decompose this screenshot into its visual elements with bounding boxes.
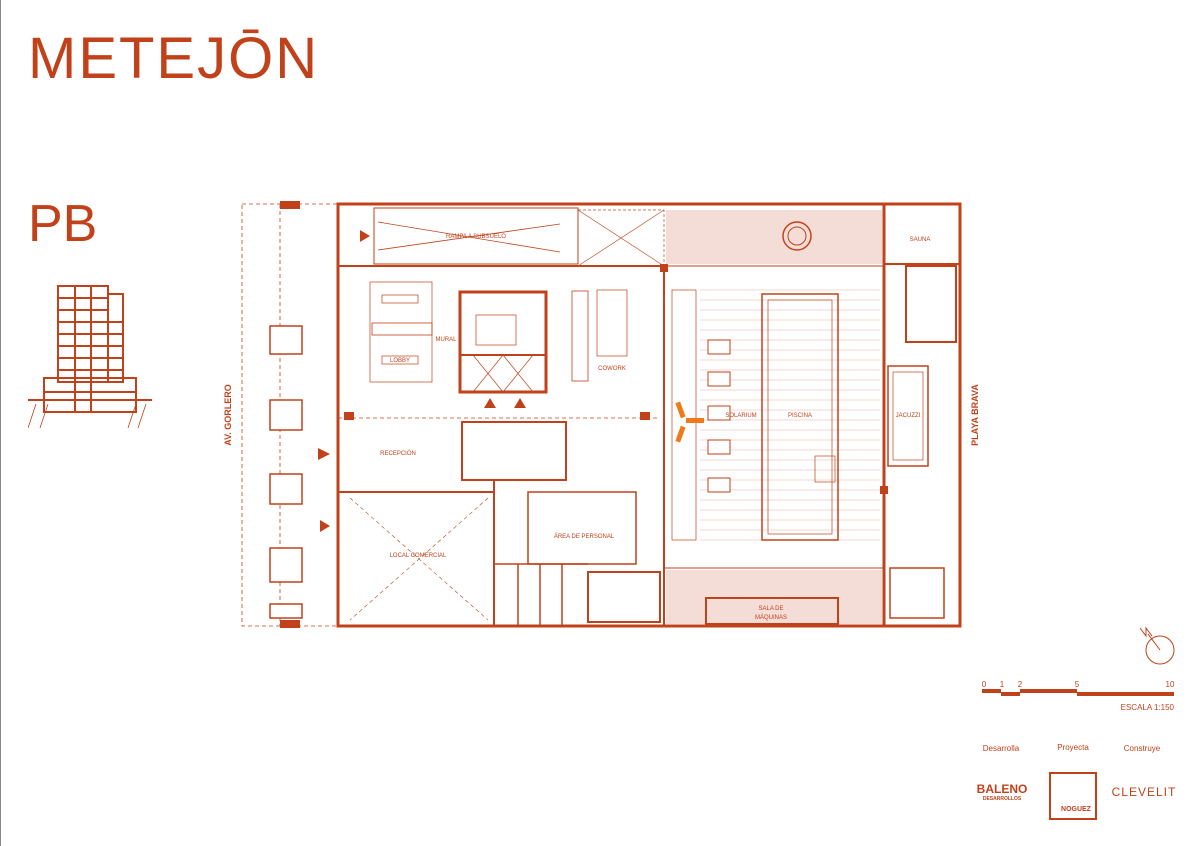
scale-tick: 1: [1000, 680, 1005, 689]
floor-label: PB: [28, 195, 98, 253]
label-solarium: SOLARIUM: [725, 413, 756, 419]
credit-builds: Construye: [1124, 744, 1161, 753]
north-arrow-icon: [1139, 626, 1175, 665]
label-machines-1: SALA DE: [758, 606, 783, 612]
label-staff: ÁREA DE PERSONAL: [554, 533, 615, 540]
watermark-logo-icon: [675, 401, 704, 443]
scale-label: ESCALA 1:150: [1121, 703, 1175, 712]
developer-logo: BALENO: [977, 782, 1028, 796]
deck-planks: [700, 289, 880, 541]
label-pool: PISCINA: [788, 413, 812, 419]
label-shop: LOCAL COMERCIAL: [390, 553, 447, 559]
page-edge: [0, 0, 1, 846]
label-jacuzzi: JACUZZI: [896, 413, 921, 419]
builder-logo: CLEVELIT: [1112, 785, 1177, 799]
street-av-gorlero: AV. GORLERO: [223, 384, 233, 446]
developer-logo-sub: DESARROLLOS: [983, 796, 1022, 802]
label-cowork: COWORK: [598, 366, 626, 372]
building-elevation-icon: [28, 285, 152, 429]
label-lobby: LOBBY: [390, 358, 410, 364]
label-mural: MURAL: [435, 337, 457, 343]
street-playa-brava: PLAYA BRAVA: [970, 384, 980, 446]
label-ramp: RAMPA A SUBSUELO: [446, 234, 506, 240]
label-reception: RECEPCIÓN: [380, 450, 416, 457]
scale-tick: 5: [1075, 680, 1080, 689]
brand-logo: METEJŌN: [28, 26, 320, 91]
scale-bar: [982, 689, 1174, 696]
credit-designs: Proyecta: [1057, 743, 1089, 752]
scale-tick: 10: [1166, 680, 1175, 689]
scale-tick: 2: [1018, 680, 1023, 689]
label-sauna: SAUNA: [910, 237, 931, 243]
architect-logo: NOGUEZ: [1061, 806, 1092, 813]
scale-tick: 0: [982, 680, 987, 689]
credit-develops: Desarrolla: [983, 744, 1020, 753]
label-machines-2: MÁQUINAS: [755, 614, 787, 621]
architect-logo-frame: [1049, 772, 1097, 820]
